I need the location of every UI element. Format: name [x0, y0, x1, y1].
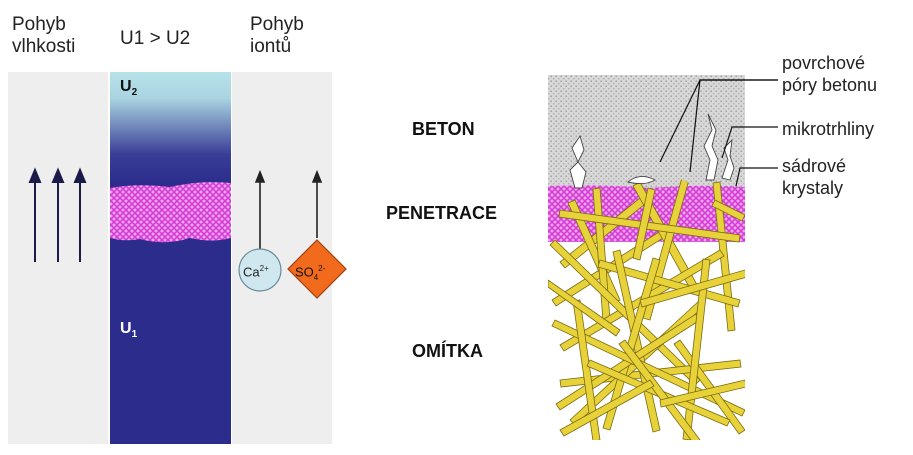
penetration-label: PENETRACE	[386, 203, 498, 223]
ion-arrows	[254, 169, 323, 252]
sulfate-subscript: 4	[313, 272, 319, 282]
u1-label: U1	[120, 318, 137, 346]
ion-movement-label: Pohyb iontů	[250, 14, 304, 58]
crystals-callout: sádrové krystaly	[782, 155, 846, 199]
calcium-charge: 2+	[259, 264, 269, 273]
crystals-line1: sádrové	[782, 156, 847, 176]
sulfate-ion	[287, 239, 347, 299]
plaster-label: OMÍTKA	[412, 341, 483, 361]
u2-subscript: 2	[131, 87, 138, 99]
pores-line2: póry betonu	[782, 75, 878, 95]
moisture-line1: Pohyb	[12, 14, 66, 35]
penetration-band	[110, 182, 231, 243]
u2-text: U	[120, 78, 132, 95]
sulfate-charge: 2-	[318, 264, 326, 273]
moisture-arrows	[28, 167, 87, 262]
u2-label: U2	[120, 76, 137, 104]
ion-line1: Pohyb	[250, 14, 304, 35]
pores-line1: povrchové	[782, 53, 866, 73]
microcracks-callout: mikrotrhliny	[782, 119, 875, 139]
calcium-text: Ca	[243, 264, 260, 280]
moisture-column	[110, 72, 231, 444]
pores-callout: povrchové póry betonu	[782, 52, 877, 96]
moisture-line2: vlhkosti	[12, 36, 76, 57]
calcium-ion	[238, 248, 282, 292]
u1-subscript: 1	[131, 329, 138, 341]
gypsum-crystals	[548, 173, 745, 440]
gradient-label: U1 > U2	[120, 28, 191, 49]
crystals-line2: krystaly	[782, 178, 844, 198]
u1-text: U	[120, 320, 132, 337]
moisture-movement-label: Pohyb vlhkosti	[12, 14, 75, 58]
sulfate-text: SO	[295, 264, 314, 280]
calcium-ion-label: Ca2+	[243, 258, 269, 283]
concrete-label: BETON	[412, 119, 475, 139]
callout-lines	[659, 79, 778, 187]
sulfate-ion-label: SO42-	[295, 258, 325, 289]
microcracks	[569, 113, 735, 189]
ion-line2: iontů	[250, 36, 292, 57]
